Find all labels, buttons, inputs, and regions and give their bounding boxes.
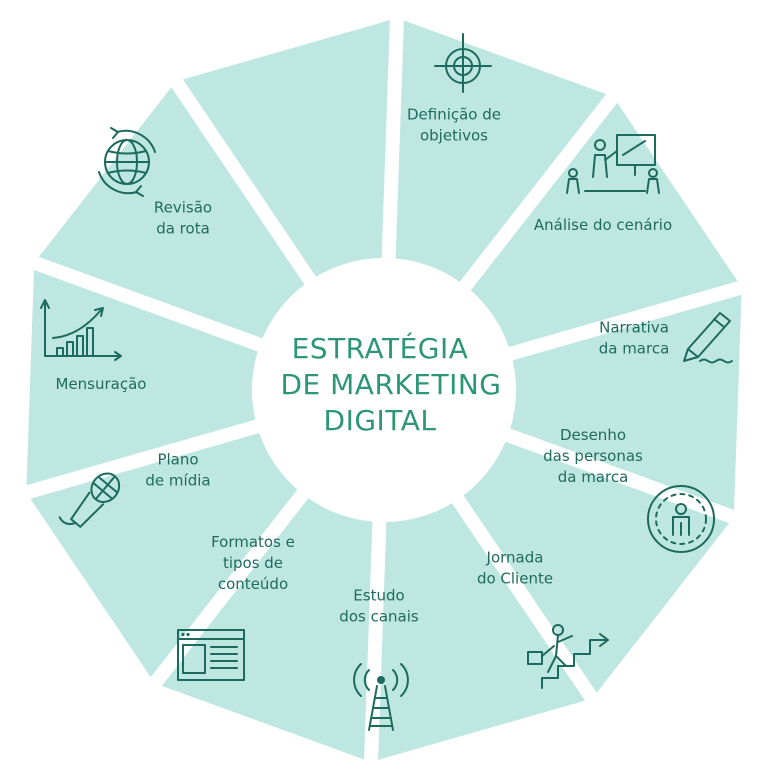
segment-label-line: Mensuração (56, 375, 147, 393)
segment-estudo (161, 498, 373, 760)
center-title-line-1: ESTRATÉGIA (292, 331, 469, 365)
segment-desenho (463, 441, 730, 693)
segment-label-line: dos canais (339, 608, 419, 626)
segments-layer (26, 20, 742, 760)
segment-label-line: da rota (156, 220, 210, 238)
segment-analise (470, 102, 738, 347)
segment-formatos (30, 433, 298, 678)
segment-label-line: do Cliente (477, 570, 553, 588)
segment-label-line: objetivos (420, 127, 488, 145)
segment-label-definicao: Definição de objetivos (407, 106, 501, 145)
microphone-icon (58, 472, 121, 528)
segment-label-jornada: Jornada do Cliente (477, 549, 553, 588)
growth-chart-icon (40, 299, 122, 361)
segment-label-narrativa: Narrativa da marca (599, 319, 670, 358)
segment-label-analise: Análise do cenário (534, 216, 672, 234)
target-icon (434, 33, 492, 93)
segment-label-line: conteúdo (218, 575, 288, 593)
segment-label-desenho: Desenho das personas da marca (543, 426, 643, 486)
segment-label-mensuracao: Mensuração (56, 375, 147, 393)
segment-label-line: da marca (599, 340, 670, 358)
segment-label-formatos: Formatos e tipos de conteúdo (211, 533, 295, 593)
segment-label-line: Revisão (154, 199, 212, 217)
segment-label-line: Definição de (407, 106, 501, 124)
segment-label-plano: Plano de mídia (145, 451, 210, 490)
pencil-icon (683, 312, 733, 364)
climbing-man-icon (527, 624, 609, 689)
segment-label-line: Narrativa (599, 319, 669, 337)
segment-narrativa (510, 294, 742, 510)
segment-label-line: Estudo (353, 587, 404, 605)
antenna-icon (353, 663, 409, 731)
segment-label-line: Formatos e (211, 533, 295, 551)
globe-refresh-icon (98, 127, 156, 197)
segment-definicao (395, 20, 607, 282)
center-title-line-2: DE MARKETING (281, 368, 502, 401)
icons-layer (40, 33, 733, 731)
segment-label-revisao: Revisão da rota (154, 199, 212, 238)
segment-plano (26, 270, 258, 486)
browser-window-icon (177, 629, 245, 681)
segment-jornada (378, 503, 586, 760)
segment-label-line: Análise do cenário (534, 216, 672, 234)
segment-mensuracao (38, 87, 305, 339)
segment-label-line: da marca (558, 468, 629, 486)
center-title-line-3: DIGITAL (324, 404, 437, 437)
center-title: ESTRATÉGIA DE MARKETING DIGITAL (281, 331, 502, 437)
segment-label-line: Jornada (486, 549, 544, 567)
presentation-icon (566, 134, 660, 194)
segment-label-line: das personas (543, 447, 643, 465)
segment-label-estudo: Estudo dos canais (339, 587, 419, 626)
segment-label-line: Desenho (560, 426, 626, 444)
segment-label-line: Plano (157, 451, 198, 469)
segment-revisao (182, 20, 390, 277)
segment-label-line: de mídia (145, 472, 210, 490)
segment-label-line: tipos de (223, 554, 283, 572)
persona-icon (647, 485, 715, 553)
